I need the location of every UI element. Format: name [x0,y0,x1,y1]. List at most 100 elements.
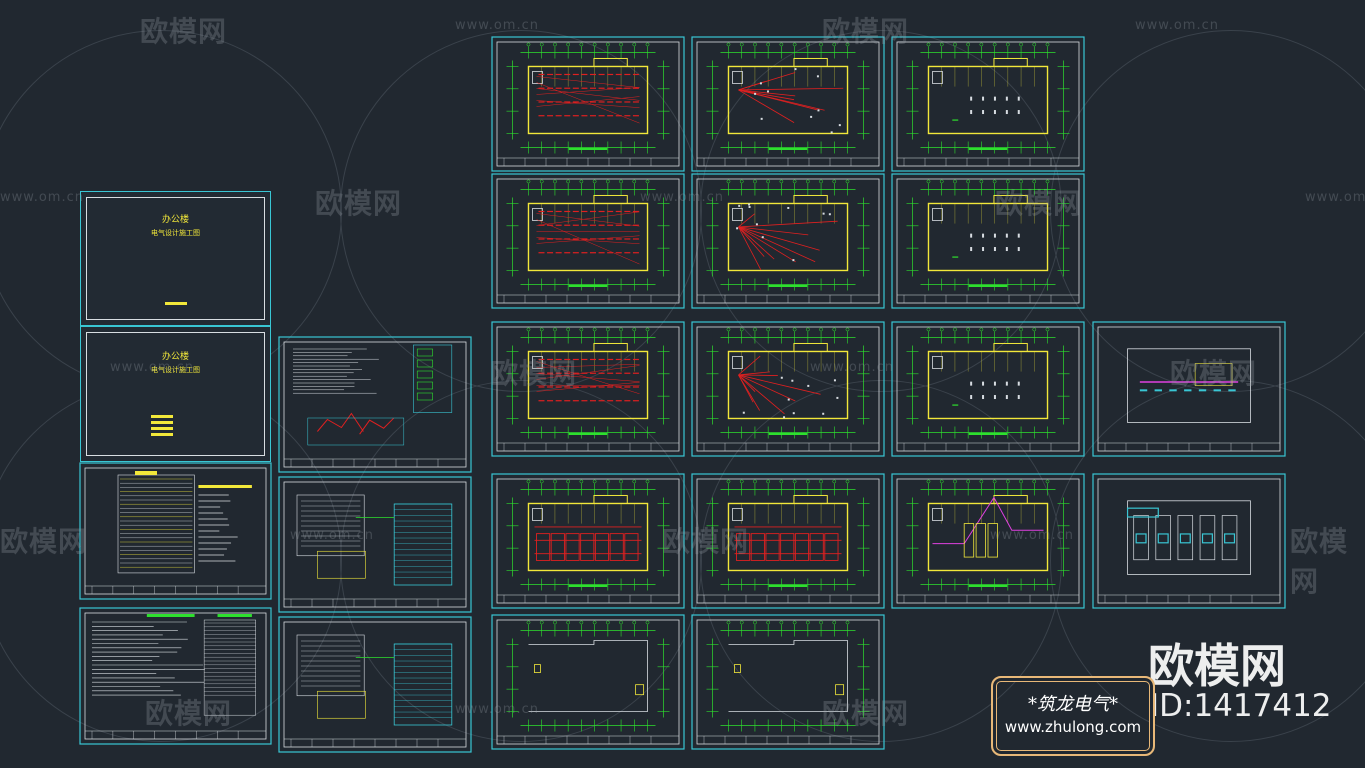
stair-block [993,57,1028,67]
stamp-url: www.zhulong.com [1004,718,1142,736]
watermark-url: www.om.cn [1305,190,1365,205]
device-symbol [1005,395,1008,400]
roof-element [835,684,845,696]
grid-bubble [739,179,744,184]
device-symbol [970,110,973,115]
grid-bubble [792,479,797,484]
cover-title: 办公楼 [161,215,189,225]
grid-bubble [953,179,957,184]
room-circuit [594,533,610,561]
watermark-url: www.om.cn [990,528,1074,543]
grid-bubble [539,179,544,184]
floor-plan-sheet [691,473,885,609]
grid-bubble [1032,42,1037,47]
socket-symbol [736,227,739,230]
device-symbol [1005,381,1008,386]
panel-box [532,356,543,369]
grid-bubble [832,42,837,47]
cover-sheet-1[interactable]: 办公楼 电气设计施工图 [80,191,271,326]
building-walls [727,65,849,135]
watermark-brand: 欧模网 [662,525,750,558]
socket-symbol [794,68,797,71]
diagram-table [296,494,365,557]
equipment [1184,389,1192,392]
floor-plan-sheet [691,173,885,309]
grid-bubble [766,327,771,332]
index-header-bar [135,471,157,475]
grid-bubble [566,179,571,184]
roof-element [635,684,645,696]
socket-circuit [738,374,821,395]
grid-bubble [579,42,584,47]
grid-bubble [939,479,944,484]
watermark-url: www.om.cn [810,360,894,375]
transformer [1224,533,1236,544]
grid-bubble [592,179,597,184]
roof-element [534,664,541,673]
grid-bubble [766,42,771,47]
socket-symbol [761,236,764,239]
grid-bubble [966,42,971,47]
socket-symbol [754,92,757,95]
device-symbol [1017,395,1020,400]
grid-bubble [526,327,531,332]
panel-box [932,208,943,221]
ground-conductor [932,496,1044,545]
grid-bubble [926,179,931,184]
socket-circuit [738,87,844,91]
grid-bubble [845,179,850,184]
room-block [963,523,975,558]
device-symbol [982,395,985,400]
building-walls [527,350,649,420]
grid-bubble [605,327,610,332]
grid-bubble [832,620,837,625]
grid-bubble [753,42,757,47]
grid-bubble [632,327,637,332]
wiring-run [536,87,640,95]
transformer [1179,533,1191,544]
socket-symbol [760,117,763,120]
grid-bubble [1045,327,1050,332]
wiring-run [536,100,640,108]
equipment [1228,389,1236,392]
grid-bubble [1045,479,1050,484]
cover-subtitle: 电气设计施工图 [151,366,200,374]
building-walls [927,350,1049,420]
wiring-run [536,363,640,368]
grid-bubble [739,479,744,484]
grid-bubble [526,479,531,484]
panel-box [532,508,543,521]
room-circuit [609,533,624,561]
grid-bubble [979,179,984,184]
grid-bubble [619,179,623,184]
grid-bubble [632,42,637,47]
grid-bubble [592,620,597,625]
device-symbol [982,233,985,238]
grid-bubble [605,179,610,184]
grid-bubble [526,179,531,184]
grid-bubble [726,327,731,332]
grid-bubble [726,179,731,184]
panel-box [932,508,943,521]
equipment [1154,389,1162,392]
watermark-url: www.om.cn [0,190,84,205]
design-notes-sheet [79,607,272,745]
grid-bubble [739,42,744,47]
grid-bubble [939,179,944,184]
room-block [1194,363,1233,386]
grid-bubble [739,327,744,332]
device-symbol [993,233,996,238]
cover-sheet-2[interactable]: 办公楼 电气设计施工图 [80,326,271,462]
design-notes-sheet [79,462,272,600]
stair-block [593,194,628,204]
grid-bubble [1019,327,1023,332]
sheet-frame [86,332,265,456]
device-symbol [1017,96,1020,101]
grid-bubble [553,620,557,625]
stair-block [793,494,828,504]
device-symbol [993,381,996,386]
building-walls [927,65,1049,135]
grid-bubble [792,42,797,47]
stair-block [793,57,828,67]
